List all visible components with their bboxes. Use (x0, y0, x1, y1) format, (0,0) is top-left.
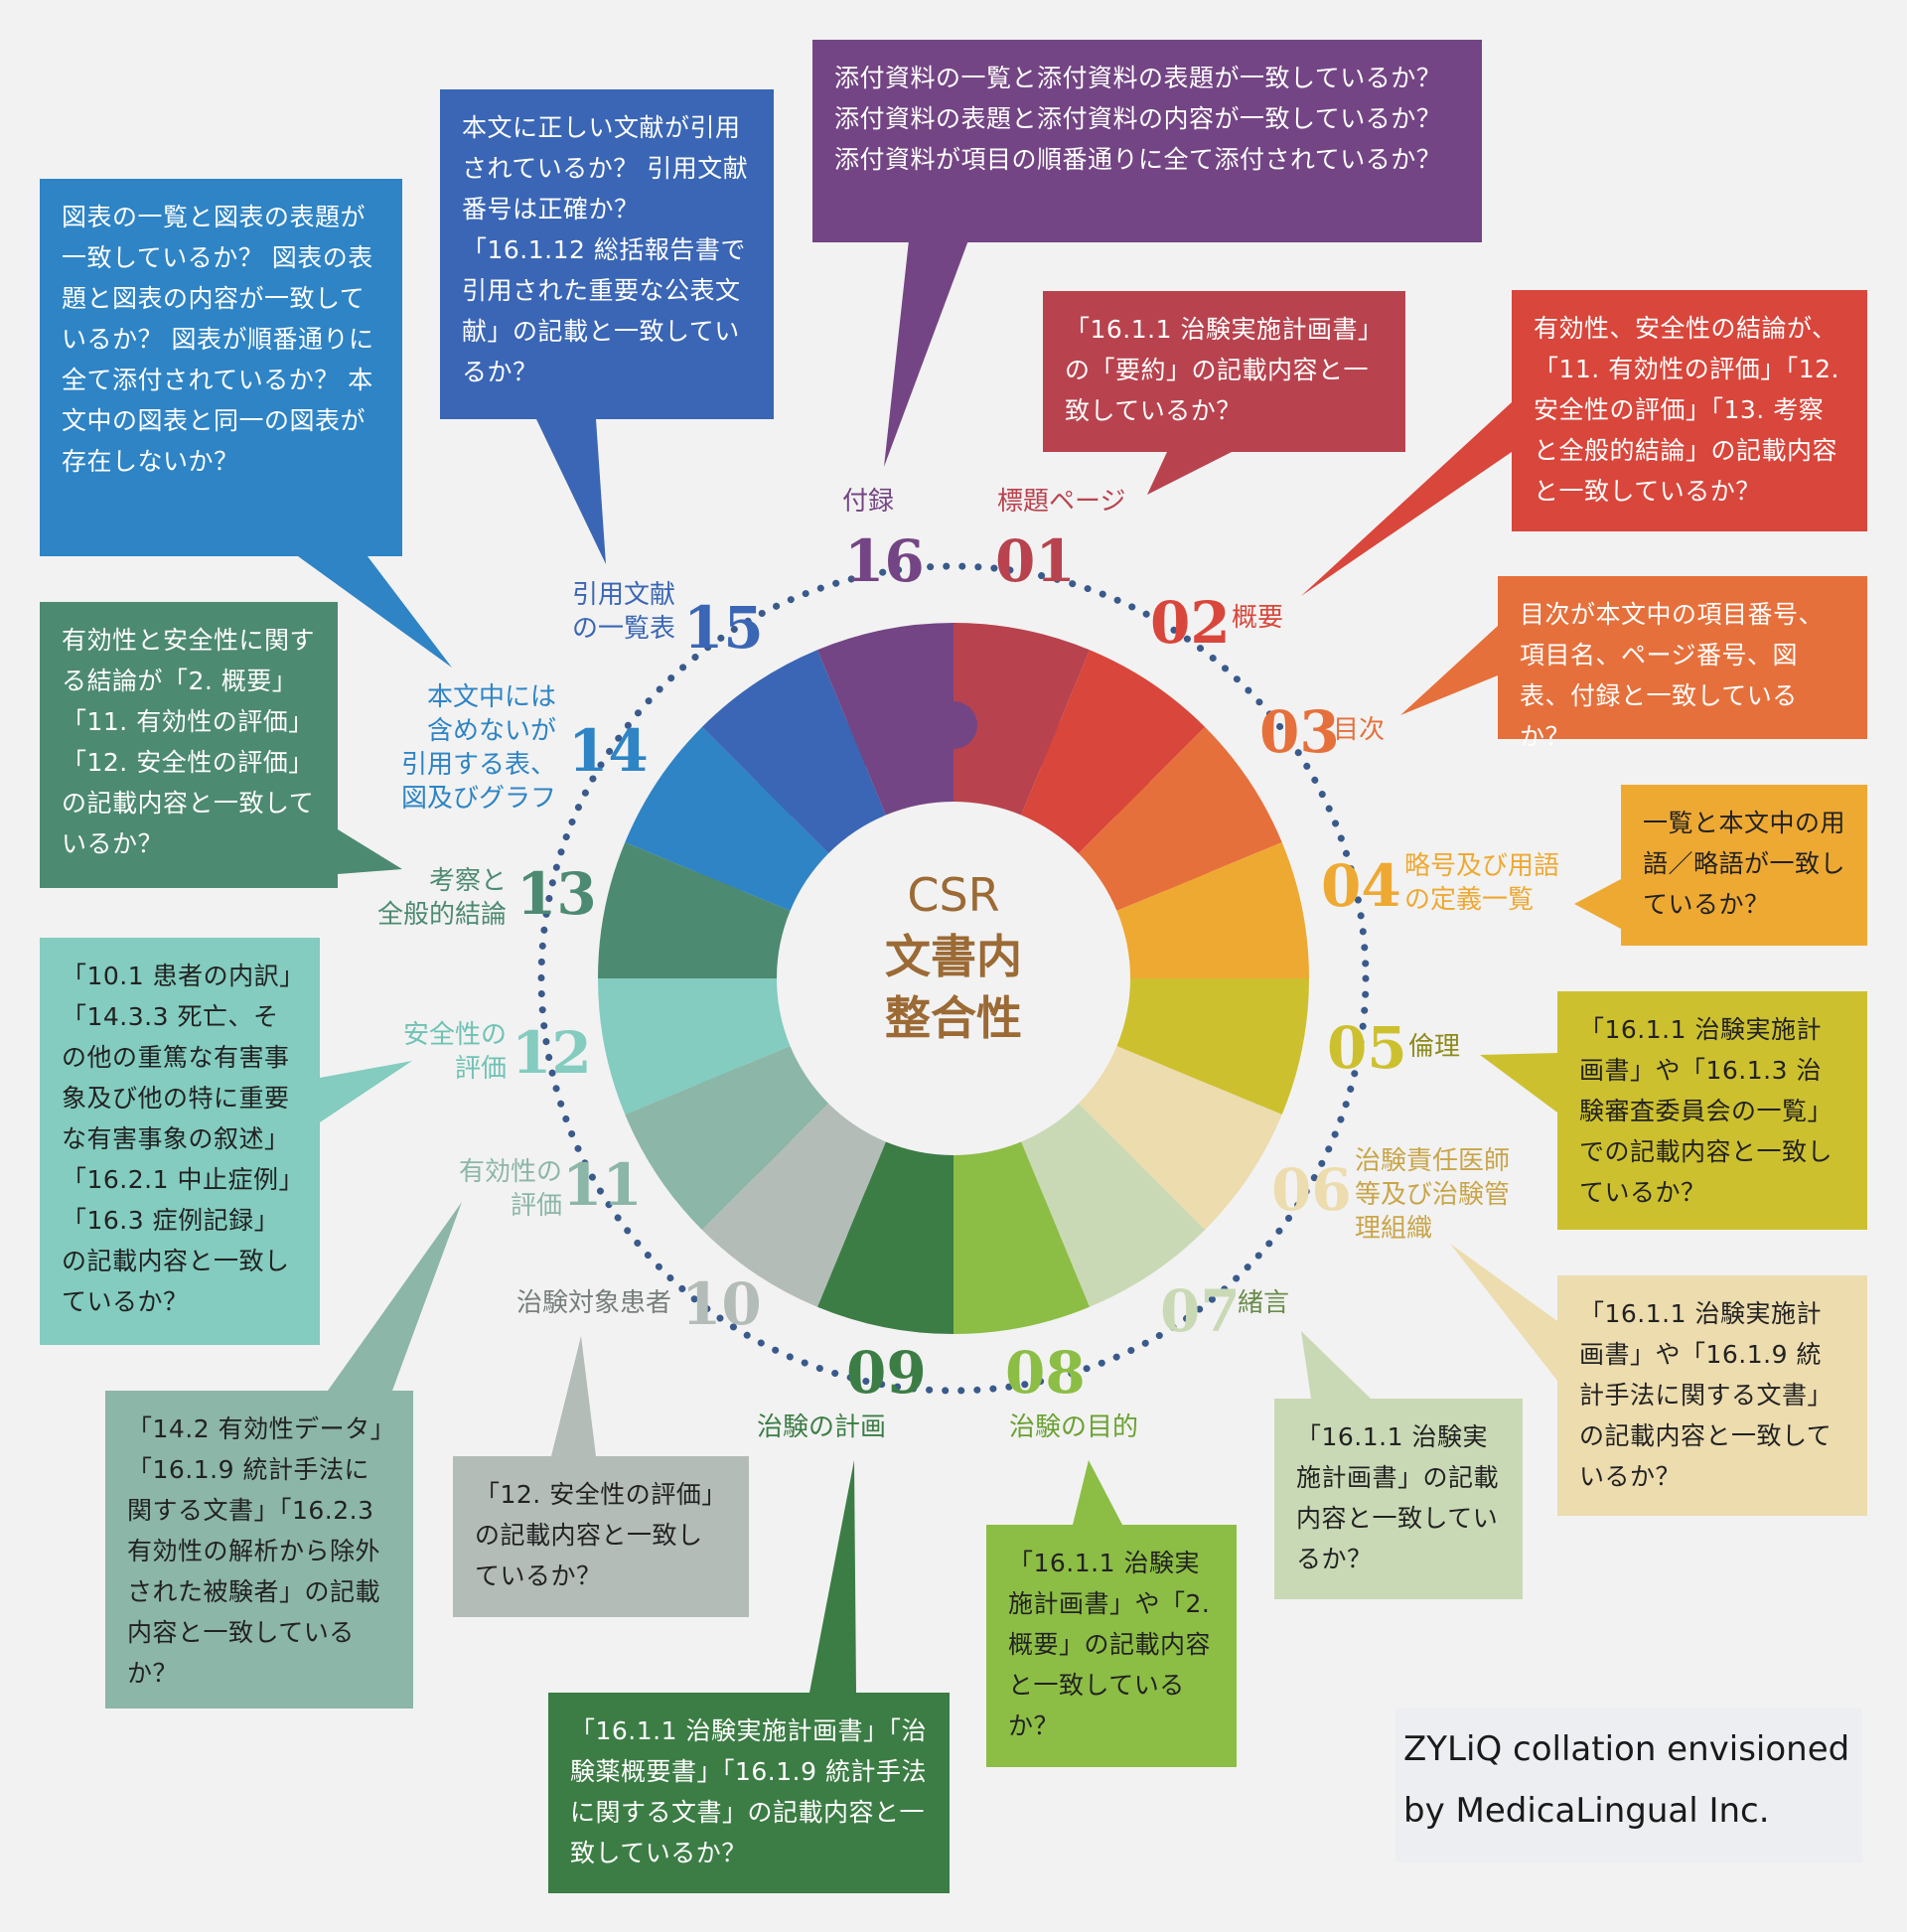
pointer-11 (328, 1202, 462, 1391)
credit-box: ZYLiQ collation envisioned by MedicaLing… (1395, 1709, 1862, 1862)
callout-discussion: 有効性と安全性に関する結論が「2. 概要」「11. 有効性の評価」「12. 安全… (40, 602, 338, 888)
center-title: CSR 文書内 整合性 (849, 864, 1058, 1049)
section-label-10: 治験対象患者 (515, 1288, 671, 1318)
pointer-06 (1450, 1244, 1557, 1381)
center-title-line2: 文書内 (885, 930, 1022, 983)
callout-appendix: 添付資料の一覧と添付資料の表題が一致しているか？添付資料の表題と添付資料の内容が… (812, 40, 1482, 242)
callout-investigators: 「16.1.1 治験実施計画書」や「16.1.9 統計手法に関する文書」の記載内… (1557, 1275, 1867, 1516)
callout-synopsis: 有効性、安全性の結論が、「11. 有効性の評価」「12. 安全性の評価」「13.… (1512, 290, 1867, 531)
center-disc (777, 802, 1130, 1155)
section-number-07: 07 (1160, 1277, 1241, 1345)
pointer-10 (551, 1336, 596, 1456)
pointer-05 (1480, 1053, 1557, 1113)
pointer-07 (1301, 1331, 1371, 1399)
section-label-11: 有効性の 評価 (458, 1157, 562, 1221)
section-label-03: 目次 (1333, 715, 1386, 745)
section-label-09: 治験の計画 (757, 1412, 887, 1442)
callout-plan: 「16.1.1 治験実施計画書」「治験薬概要書」「16.1.9 統計手法に関する… (548, 1693, 950, 1893)
section-number-16: 16 (844, 527, 925, 595)
section-label-06: 治験責任医師 等及び治験管 理組織 (1355, 1146, 1511, 1244)
section-number-01: 01 (995, 527, 1076, 595)
section-label-05: 倫理 (1408, 1032, 1461, 1062)
section-number-15: 15 (683, 594, 764, 662)
section-label-04: 略号及び用語 の定義一覧 (1404, 851, 1560, 915)
callout-introduction: 「16.1.1 治験実施計画書」の記載内容と一致しているか？ (1274, 1399, 1523, 1599)
section-label-07: 緒言 (1238, 1288, 1290, 1318)
callout-efficacy: 「14.2 有効性データ」「16.1.9 統計手法に関する文書」「16.2.3 … (105, 1391, 413, 1709)
callout-title-page: 「16.1.1 治験実施計画書」の「要約」の記載内容と一致しているか？ (1043, 291, 1405, 452)
pointer-04 (1574, 879, 1621, 929)
callout-toc: 目次が本文中の項目番号、項目名、ページ番号、図表、付録と一致しているか？ (1498, 576, 1867, 751)
section-number-12: 12 (512, 1019, 592, 1087)
section-number-03: 03 (1259, 698, 1340, 766)
section-number-14: 14 (568, 717, 649, 785)
callout-pointers (298, 240, 1621, 1693)
section-number-02: 02 (1150, 589, 1231, 657)
pointer-15 (536, 419, 606, 564)
callout-safety: 「10.1 患者の内訳」「14.3.3 死亡、その他の重篤な有害事象及び他の特に… (40, 938, 320, 1345)
section-number-06: 06 (1271, 1156, 1352, 1224)
section-number-10: 10 (681, 1270, 762, 1338)
callout-figures: 図表の一覧と図表の表題が一致しているか？ 図表の表題と図表の内容が一致しているか… (40, 179, 402, 556)
pointer-14 (298, 556, 452, 668)
pointer-09 (809, 1460, 856, 1693)
section-label-01: 標題ページ (997, 487, 1126, 517)
section-number-09: 09 (846, 1339, 927, 1407)
section-number-13: 13 (516, 860, 597, 928)
section-number-05: 05 (1327, 1014, 1407, 1082)
section-label-14: 本文中には 含めないが 引用する表、 図及びグラフ (400, 682, 556, 814)
callout-patients: 「12. 安全性の評価」の記載内容と一致しているか？ (453, 1456, 749, 1617)
credit-line2: by MedicaLingual Inc. (1403, 1791, 1770, 1831)
center-title-line3: 整合性 (885, 991, 1022, 1045)
pointer-12 (320, 1061, 412, 1122)
section-label-16: 付録 (842, 487, 895, 517)
pointer-02 (1301, 402, 1512, 596)
pointer-01 (1147, 452, 1232, 495)
section-label-15: 引用文献 の一覧表 (571, 580, 675, 644)
center-title-line1: CSR (907, 868, 1000, 922)
section-number-11: 11 (562, 1151, 643, 1219)
section-number-04: 04 (1321, 852, 1401, 920)
dotted-ring (537, 562, 1370, 1395)
pointer-08 (1073, 1460, 1122, 1525)
callout-objectives: 「16.1.1 治験実施計画書」や「2. 概要」の記載内容と一致しているか？ (986, 1525, 1237, 1767)
callout-references: 本文に正しい文献が引用されているか？ 引用文献番号は正確か？「16.1.12 総… (440, 89, 774, 419)
pointer-16 (884, 240, 968, 467)
section-label-02: 概要 (1232, 603, 1284, 633)
section-label-13: 考察と 全般的結論 (376, 866, 507, 930)
section-number-08: 08 (1005, 1339, 1086, 1407)
section-label-08: 治験の目的 (1009, 1412, 1139, 1442)
pointer-13 (338, 829, 402, 874)
section-label-12: 安全性の 評価 (402, 1020, 507, 1084)
callout-ethics: 「16.1.1 治験実施計画書」や「16.1.3 治験審査委員会の一覧」での記載… (1557, 991, 1867, 1230)
puzzle-knob-16 (930, 701, 977, 749)
callout-abbreviations: 一覧と本文中の用語／略語が一致しているか？ (1621, 785, 1867, 946)
credit-line1: ZYLiQ collation envisioned (1403, 1729, 1850, 1769)
pointer-03 (1400, 626, 1498, 715)
